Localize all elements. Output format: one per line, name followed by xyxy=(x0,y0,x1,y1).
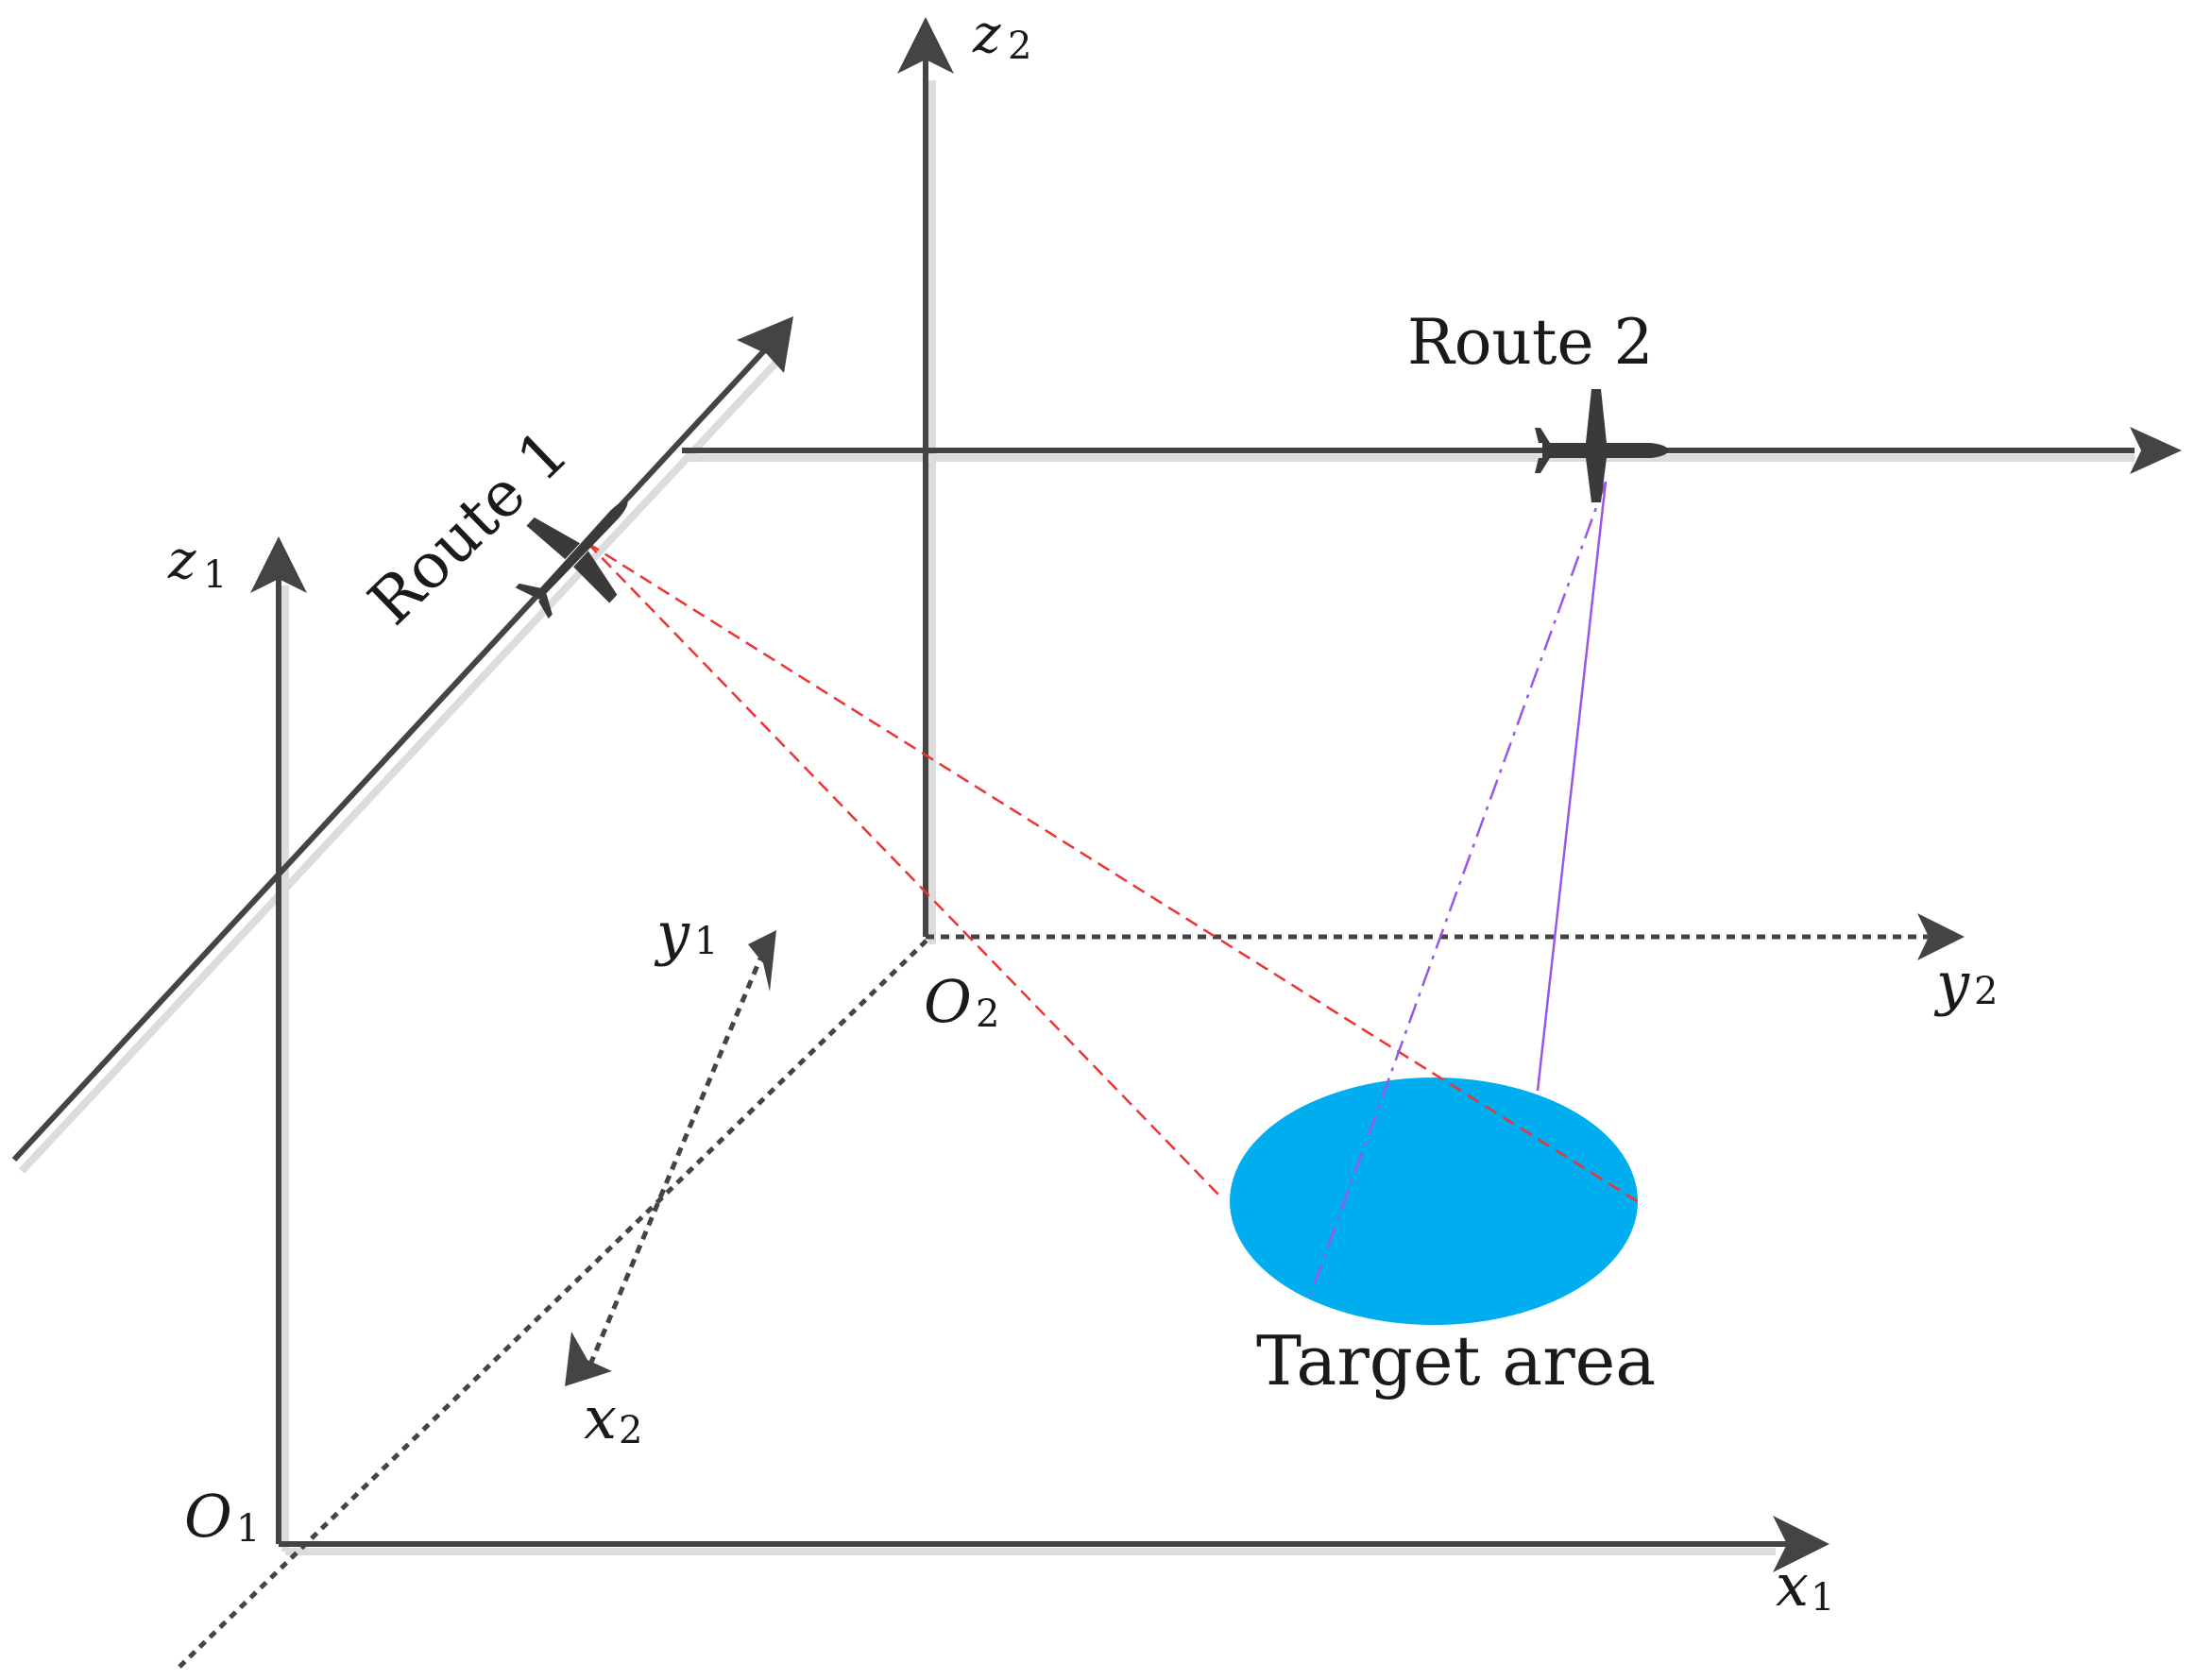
route2-rays xyxy=(1306,481,1608,1302)
label-z2: z 2 xyxy=(972,4,1031,68)
route1-rays xyxy=(587,541,1642,1206)
svg-text:2: 2 xyxy=(1974,970,1998,1013)
svg-text:1: 1 xyxy=(203,553,227,597)
svg-text:z: z xyxy=(167,530,196,591)
axis-shadows xyxy=(19,80,2135,1555)
target-area-label: Target area xyxy=(1256,1321,1656,1400)
label-y1: y 1 xyxy=(654,899,718,968)
label-o1: O 1 xyxy=(184,1482,260,1551)
label-x1: x 1 xyxy=(1776,1551,1834,1620)
label-y2: y 2 xyxy=(1933,949,1998,1018)
svg-text:1: 1 xyxy=(1811,1576,1834,1620)
route2-label: Route 2 xyxy=(1407,306,1654,379)
svg-text:1: 1 xyxy=(236,1507,260,1551)
x2-arrowhead xyxy=(565,1332,612,1386)
svg-text:x: x xyxy=(584,1383,617,1452)
svg-text:1: 1 xyxy=(694,920,718,963)
svg-text:O: O xyxy=(184,1482,232,1551)
label-o2: O 2 xyxy=(924,967,999,1036)
target-area xyxy=(1230,1078,1638,1325)
svg-text:2: 2 xyxy=(976,993,999,1036)
svg-text:y: y xyxy=(1933,949,1970,1018)
svg-text:x: x xyxy=(1776,1551,1809,1620)
label-z1: z 1 xyxy=(167,530,227,597)
svg-text:2: 2 xyxy=(619,1409,642,1452)
y1-arrowhead xyxy=(748,930,776,992)
label-x2: x 2 xyxy=(584,1383,642,1452)
o1-diagonal-dotted xyxy=(178,935,932,1669)
route1-line xyxy=(11,342,773,1162)
svg-text:y: y xyxy=(654,899,690,968)
svg-text:z: z xyxy=(972,4,1001,65)
svg-text:2: 2 xyxy=(1008,25,1031,68)
y1-x2-axis xyxy=(587,958,763,1366)
svg-text:O: O xyxy=(924,967,972,1036)
aircraft-icon xyxy=(1535,389,1669,502)
aircraft-icon xyxy=(515,501,628,619)
y2-arrowhead xyxy=(1917,913,1965,960)
route2-arrowhead xyxy=(2130,427,2182,474)
route1-arrowhead xyxy=(737,316,793,373)
